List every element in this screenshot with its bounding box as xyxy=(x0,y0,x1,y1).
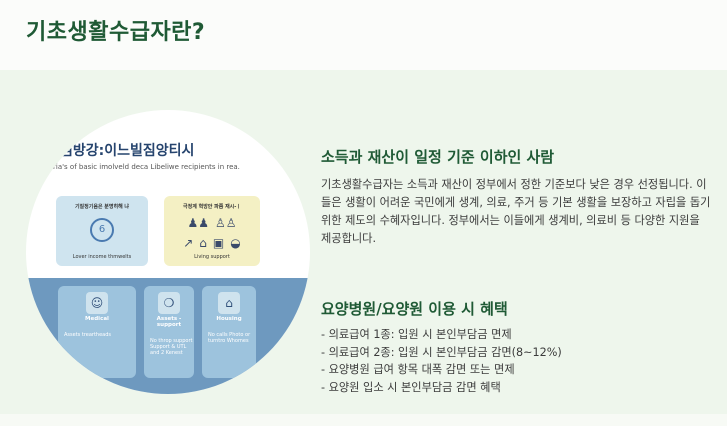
assets-card-title: Assets - support xyxy=(156,316,182,328)
benefit-item: - 요양원 입소 시 본인부담금 감면 혜택 xyxy=(321,380,501,394)
benefits-list: - 의료급여 1종: 입원 시 본인부담금 면제 - 의료급여 2종: 입원 시… xyxy=(321,326,562,396)
living-card: 극정계 혁방안 파쯤 재시-ㅣ ♟♟ ♙♙ ↗ ⌂ ▣ ◒ Living sup… xyxy=(164,196,260,266)
criteria-title: 소득과 재산이 일정 기준 이하인 사람 xyxy=(321,148,555,166)
benefit-item: - 요양병원 급여 항목 대폭 감면 또는 면제 xyxy=(321,363,515,376)
criteria-body: 기초생활수급자는 소득과 재산이 정부에서 정한 기준보다 낮은 경우 선정됩니… xyxy=(321,178,711,245)
page-title: 기초생활수급자란? xyxy=(26,20,206,45)
income-card-caption: Lover income thmwelts xyxy=(72,254,132,260)
assets-card-list: No throp support Support & UTL and 2 Ken… xyxy=(150,338,193,356)
infographic-subtitle: iteria's of basic imolveld deca Libeliwe… xyxy=(44,163,240,171)
walking-people-icon: ♙♙ xyxy=(215,216,237,230)
benefits-title: 요양병원/요양원 이용 시 혜택 xyxy=(321,300,508,318)
medical-card-title: Medical xyxy=(85,316,109,322)
living-card-caption: Living support xyxy=(194,254,230,260)
benefit-item: - 의료급여 2종: 입원 시 본인부담금 감면(8~12%) xyxy=(321,345,562,359)
benefit-item: - 의료급여 1종: 입원 시 본인부담금 면제 xyxy=(321,328,512,341)
income-card-title: 기질정기음은 분명히해 냐 xyxy=(74,204,130,210)
housing-card-title: Housing xyxy=(216,316,242,322)
building-icon: ⌂ xyxy=(199,236,207,250)
bowl-icon: ◒ xyxy=(230,236,241,250)
infographic-heading: 섬방강:이느빌짐앙티시 xyxy=(60,143,195,159)
doctor-icon: ☺ xyxy=(86,292,108,314)
living-card-title: 극정계 혁방안 파쯤 재시-ㅣ xyxy=(183,204,241,210)
family-icon: ♟♟ xyxy=(187,216,209,230)
coins-icon: ❍ xyxy=(158,292,180,314)
support-icons: ↗ ⌂ ▣ ◒ xyxy=(164,236,260,250)
people-icons: ♟♟ ♙♙ xyxy=(164,216,260,230)
assets-card: ❍ Assets - support No throp support Supp… xyxy=(144,286,194,378)
house-icon: ⌂ xyxy=(218,292,240,314)
income-card: 기질정기음은 분명히해 냐 6 Lover income thmwelts xyxy=(56,196,148,266)
criteria-infographic: 섬방강:이느빌짐앙티시 iteria's of basic imolveld d… xyxy=(26,110,310,394)
bag-icon: ▣ xyxy=(212,236,225,250)
growth-arrow-icon: ↗ xyxy=(183,236,194,250)
header-band: 기초생활수급자란? xyxy=(0,0,727,70)
medical-card: ☺ Medical Assets treartheads xyxy=(58,286,136,378)
income-number-badge: 6 xyxy=(90,218,114,242)
footer-band xyxy=(0,414,727,426)
housing-card: ⌂ Housing No calls Photo or turntro Whom… xyxy=(202,286,256,378)
housing-card-list: No calls Photo or turntro Whomes xyxy=(208,332,251,344)
medical-card-list: Assets treartheads xyxy=(64,332,112,338)
